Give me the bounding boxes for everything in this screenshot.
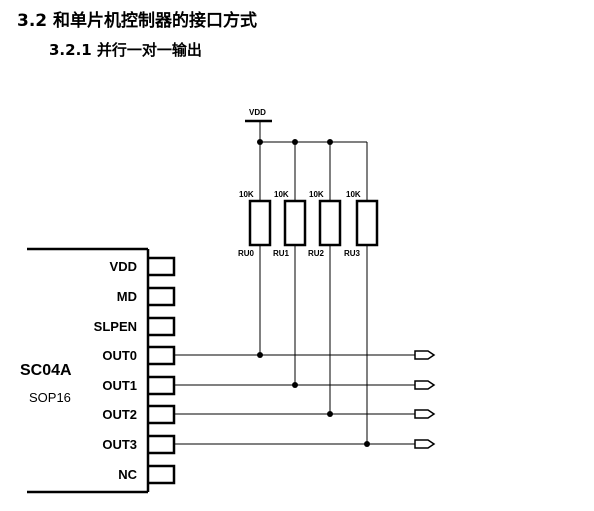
resistor-ru2 [318, 199, 342, 247]
pin-label-nc: NC [118, 467, 137, 482]
resistor-ru3-ref: RU3 [344, 249, 361, 258]
pin-label-out0: OUT0 [102, 348, 137, 363]
resistor-ru0-ref: RU0 [238, 249, 255, 258]
chip-name: SC04A [20, 362, 72, 379]
subsection-heading: 3.2.1 并行一对一输出 [49, 41, 202, 59]
pin-md [148, 286, 176, 307]
resistor-ru1-value: 10K [274, 190, 289, 199]
junction-dot [364, 441, 370, 447]
out1-terminal-icon [414, 380, 436, 390]
pin-label-vdd: VDD [110, 259, 137, 274]
junction-dot [327, 139, 333, 145]
junction-dot [257, 352, 263, 358]
junction-dot [327, 411, 333, 417]
pin-slpen [148, 316, 176, 337]
junction-dot [292, 139, 298, 145]
pin-label-out3: OUT3 [102, 437, 137, 452]
pin-out3 [148, 434, 176, 455]
pin-out1 [148, 375, 176, 396]
out2-terminal-icon [414, 409, 436, 419]
resistor-ru1 [283, 199, 307, 247]
resistor-ru0-value: 10K [239, 190, 254, 199]
pin-label-out2: OUT2 [102, 407, 137, 422]
resistor-ru1-ref: RU1 [273, 249, 290, 258]
resistor-ru2-value: 10K [309, 190, 324, 199]
pin-vdd [148, 256, 176, 277]
pin-label-out1: OUT1 [102, 378, 137, 393]
chip-package: SOP16 [29, 390, 71, 405]
pin-nc [148, 464, 176, 485]
pin-label-md: MD [117, 289, 137, 304]
vdd-supply-label: VDD [249, 108, 266, 117]
pin-label-slpen: SLPEN [94, 319, 137, 334]
pin-out2 [148, 404, 176, 425]
out0-terminal-icon [414, 350, 436, 360]
pin-out0 [148, 345, 176, 366]
junction-dot [292, 382, 298, 388]
section-heading: 3.2 和单片机控制器的接口方式 [17, 11, 258, 31]
resistor-ru3 [355, 199, 379, 247]
out3-terminal-icon [414, 439, 436, 449]
junction-dot [257, 139, 263, 145]
resistor-ru3-value: 10K [346, 190, 361, 199]
resistor-ru0 [248, 199, 272, 247]
resistor-ru2-ref: RU2 [308, 249, 325, 258]
